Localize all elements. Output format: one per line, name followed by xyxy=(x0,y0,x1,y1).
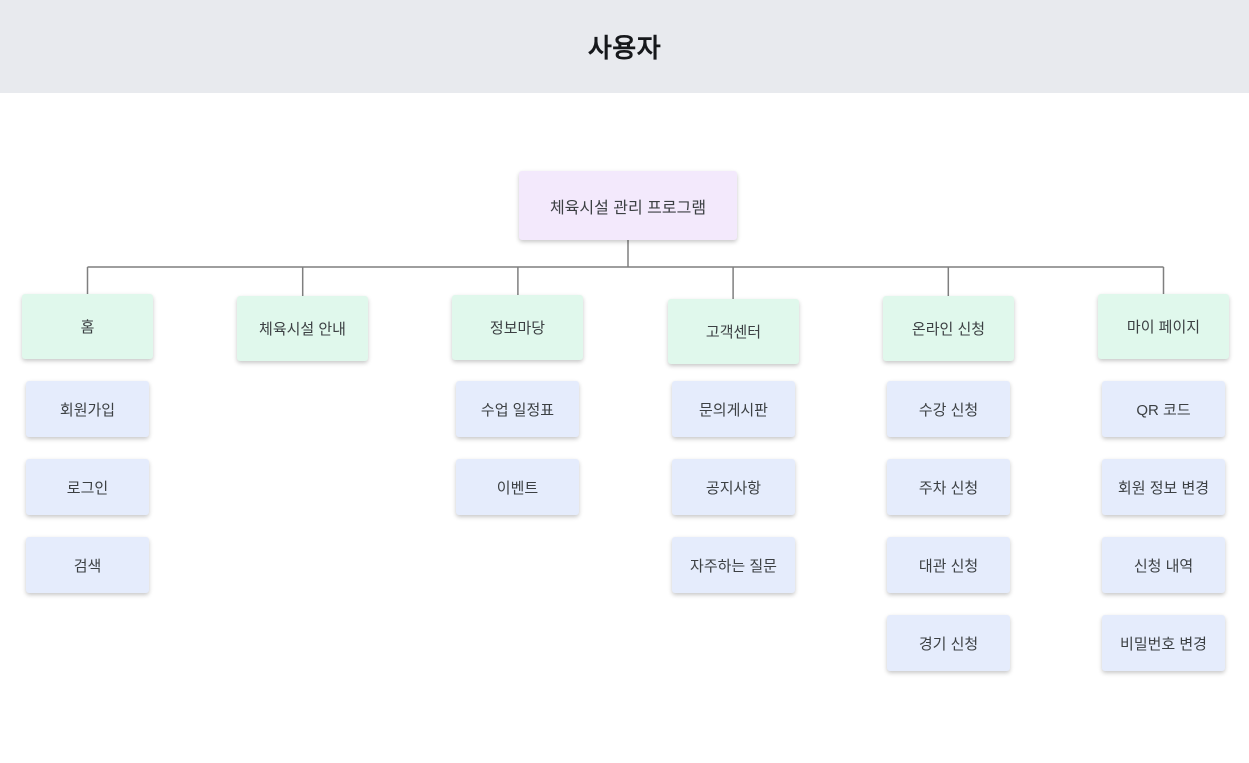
leaf-node[interactable]: 이벤트 xyxy=(456,459,579,515)
leaf-node-label: 검색 xyxy=(73,557,102,575)
leaf-node[interactable]: 로그인 xyxy=(26,459,149,515)
branch-node[interactable]: 정보마당 xyxy=(452,295,583,360)
leaf-node-label: 문의게시판 xyxy=(698,401,768,419)
branch-node-label: 체육시설 안내 xyxy=(259,321,346,338)
leaf-node[interactable]: 경기 신청 xyxy=(887,615,1010,671)
leaf-node[interactable]: 문의게시판 xyxy=(672,381,795,437)
leaf-node-label: 비밀번호 변경 xyxy=(1120,635,1207,653)
branch-node[interactable]: 체육시설 안내 xyxy=(237,296,368,361)
leaf-node[interactable]: 회원가입 xyxy=(26,381,149,437)
leaf-node[interactable]: 회원 정보 변경 xyxy=(1102,459,1225,515)
branch-node[interactable]: 고객센터 xyxy=(668,299,799,364)
branch-node-label: 온라인 신청 xyxy=(911,321,986,338)
leaf-node[interactable]: 수강 신청 xyxy=(887,381,1010,437)
leaf-node-label: 수강 신청 xyxy=(918,401,979,419)
root-node[interactable]: 체육시설 관리 프로그램 xyxy=(519,171,737,240)
branch-node-label: 정보마당 xyxy=(489,320,546,337)
leaf-node-label: 로그인 xyxy=(66,479,109,497)
branch-node[interactable]: 온라인 신청 xyxy=(883,296,1014,361)
leaf-node-label: 회원가입 xyxy=(59,401,116,419)
leaf-node[interactable]: 비밀번호 변경 xyxy=(1102,615,1225,671)
branch-node-label: 마이 페이지 xyxy=(1126,319,1201,336)
leaf-node-label: 수업 일정표 xyxy=(480,401,555,419)
actor-header: 사용자 xyxy=(0,0,1249,93)
leaf-node[interactable]: 주차 신청 xyxy=(887,459,1010,515)
leaf-node[interactable]: QR 코드 xyxy=(1102,381,1225,437)
leaf-node-label: QR 코드 xyxy=(1136,401,1191,419)
branch-node[interactable]: 마이 페이지 xyxy=(1098,294,1229,359)
leaf-node[interactable]: 수업 일정표 xyxy=(456,381,579,437)
leaf-node-label: 자주하는 질문 xyxy=(690,557,777,575)
root-node-label: 체육시설 관리 프로그램 xyxy=(549,199,707,217)
leaf-node-label: 공지사항 xyxy=(705,479,762,497)
branch-node-label: 홈 xyxy=(80,319,95,336)
leaf-node[interactable]: 공지사항 xyxy=(672,459,795,515)
leaf-node-label: 주차 신청 xyxy=(918,479,979,497)
leaf-node[interactable]: 검색 xyxy=(26,537,149,593)
leaf-node-label: 경기 신청 xyxy=(918,635,979,653)
branch-node[interactable]: 홈 xyxy=(22,294,153,359)
branch-node-label: 고객센터 xyxy=(705,324,762,341)
leaf-node[interactable]: 대관 신청 xyxy=(887,537,1010,593)
actor-title: 사용자 xyxy=(587,33,662,63)
leaf-node[interactable]: 신청 내역 xyxy=(1102,537,1225,593)
leaf-node-label: 신청 내역 xyxy=(1133,557,1194,575)
leaf-node[interactable]: 자주하는 질문 xyxy=(672,537,795,593)
leaf-node-label: 회원 정보 변경 xyxy=(1117,479,1210,497)
leaf-node-label: 이벤트 xyxy=(496,479,539,497)
leaf-node-label: 대관 신청 xyxy=(918,557,979,575)
